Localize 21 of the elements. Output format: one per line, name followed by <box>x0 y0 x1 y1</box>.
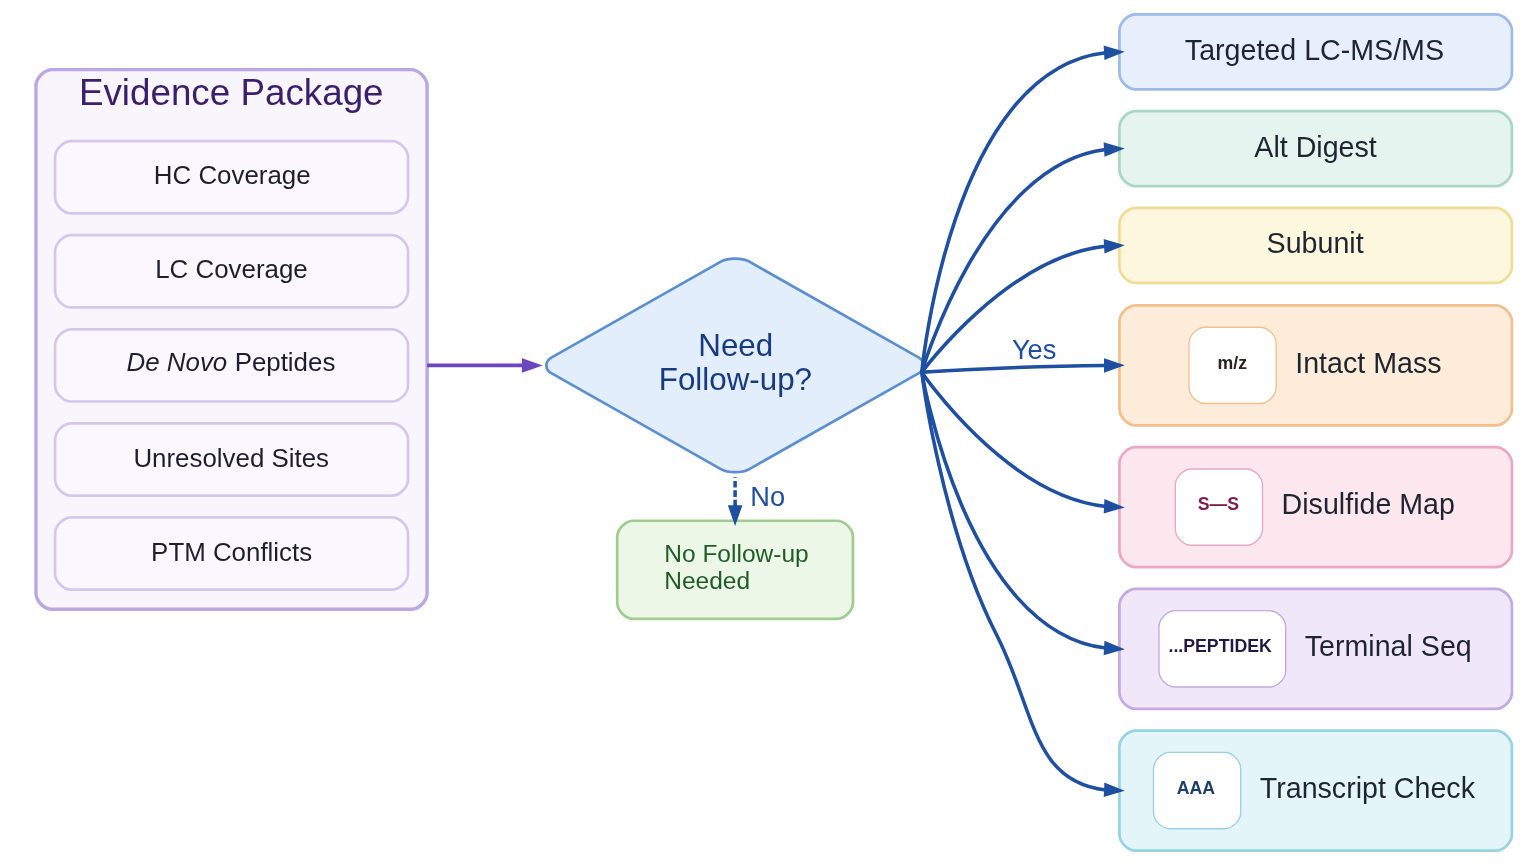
node-box: m/z Intact Mass <box>1117 303 1513 427</box>
node-box: PTM Conflicts <box>53 515 409 591</box>
arrow <box>919 371 1125 797</box>
arrow <box>919 141 1125 373</box>
node-box: ...PEPTIDEK Terminal Seq <box>1117 587 1513 710</box>
arrow <box>921 357 1125 374</box>
node-box: AAA Transcript Check <box>1117 728 1513 852</box>
arrow <box>919 45 1125 372</box>
node-box: Targeted LC-MS/MS <box>1117 12 1513 91</box>
node-box: S—S Disulfide Map <box>1117 445 1513 568</box>
node-box: De Novo Peptides <box>53 327 409 403</box>
arrow <box>727 476 742 526</box>
node-box: Unresolved Sites <box>53 421 409 497</box>
node-box: HC Coverage <box>53 139 409 215</box>
arrow <box>426 357 543 373</box>
node-box: No Follow-up Needed <box>615 518 854 620</box>
node-box: Alt Digest <box>1117 109 1513 188</box>
edge-label: No <box>749 480 785 512</box>
node-box: Subunit <box>1117 206 1513 284</box>
edge-label: Yes <box>1011 333 1056 365</box>
node-box: LC Coverage <box>53 233 409 309</box>
